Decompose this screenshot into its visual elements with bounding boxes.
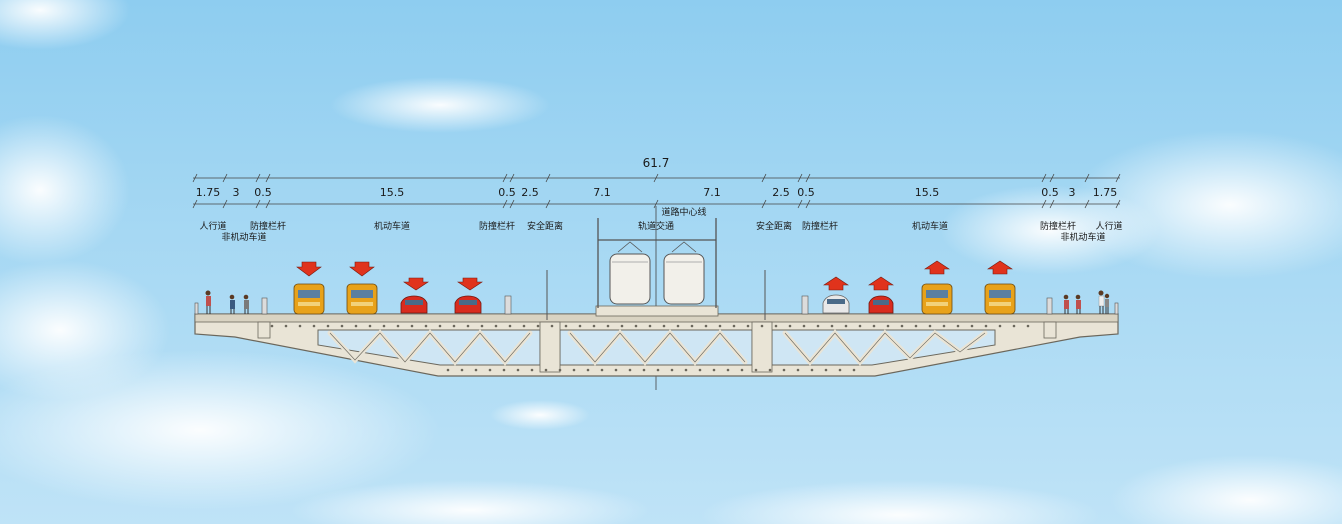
car-icon [822,294,850,314]
dimension-value: 3 [1069,186,1076,199]
arrow-up-icon [987,260,1013,275]
car-icon [454,295,482,314]
person-icon [1104,293,1110,314]
centerline-label: 道路中心线 [661,206,706,218]
dimension-value: 0.5 [254,186,272,199]
car-icon [868,295,894,314]
person-icon [1075,294,1081,314]
lamp-posts [546,270,766,320]
arrow-up-icon [924,260,950,275]
pedestrians [205,290,1110,314]
right-motor-lanes-label: 机动车道 [912,220,948,232]
rail-trains [609,253,705,305]
left-barrier-inner-label: 防撞栏杆 [479,220,515,232]
dimension-value: 0.5 [797,186,815,199]
arrow-down-icon [349,261,375,277]
catenary-frame [597,218,717,308]
right-safety-label: 安全距离 [756,220,792,232]
total-width-label: 61.7 [643,156,670,170]
left-barrier-outer-label: 防撞栏杆 [250,220,286,232]
left-motor-lanes-label: 机动车道 [374,220,410,232]
left-sidewalk-label: 人行道 [199,220,226,232]
dimension-value: 3 [233,186,240,199]
dimension-value: 1.75 [196,186,221,199]
person-icon [1098,290,1105,314]
dimension-value: 7.1 [703,186,721,199]
bus-icon [346,283,378,315]
barriers [194,295,1119,315]
left-bike-lane-label: 非机动车道 [221,231,266,243]
dimension-value: 15.5 [915,186,940,199]
dimension-value: 0.5 [498,186,516,199]
arrow-down-icon [403,277,429,291]
dimension-value: 1.75 [1093,186,1118,199]
right-barrier-inner-label: 防撞栏杆 [802,220,838,232]
bus-icon [921,283,953,315]
arrow-down-icon [457,277,483,291]
person-icon [229,294,235,314]
dimension-value: 0.5 [1041,186,1059,199]
arrow-down-icon [296,261,322,277]
right-barrier-outer-label: 防撞栏杆 [1040,220,1076,232]
train-right [663,253,705,305]
train-left [609,253,651,305]
dimension-labels: 1.75 3 0.5 15.5 0.5 2.5 7.1 7.1 2.5 0.5 15.5 0.5 3 1.… [196,186,1118,199]
arrow-up-icon [868,276,894,291]
vehicles [293,283,1016,315]
dimension-value: 2.5 [772,186,790,199]
bus-icon [293,283,325,315]
car-icon [400,295,428,314]
dimension-value: 2.5 [521,186,539,199]
bridge-deck [194,305,1119,377]
person-icon [205,290,211,314]
bus-icon [984,283,1016,315]
person-icon [243,294,249,314]
arrow-up-icon [823,276,849,291]
left-safety-label: 安全距离 [527,220,563,232]
lane-labels: 人行道 非机动车道 防撞栏杆 机动车道 防撞栏杆 安全距离 道路中心线 轨道交通… [199,206,1122,243]
right-sidewalk-label: 人行道 [1095,220,1122,232]
person-icon [1063,294,1069,314]
dimension-value: 15.5 [380,186,405,199]
direction-arrows [296,260,1013,291]
right-bike-lane-label: 非机动车道 [1060,231,1105,243]
dimension-value: 7.1 [593,186,611,199]
dimension-lines [192,173,1121,209]
